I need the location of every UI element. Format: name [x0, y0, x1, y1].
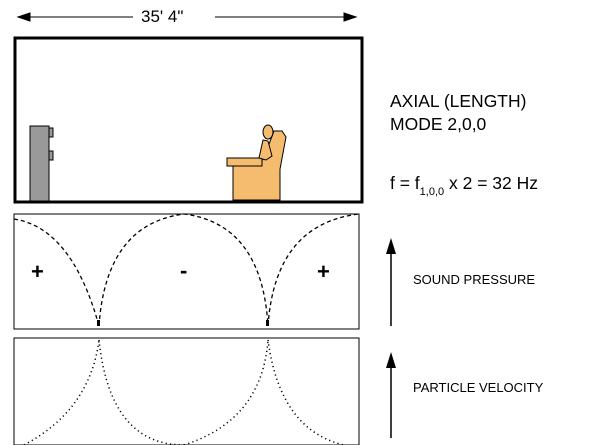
pressure-sign-left: + [31, 259, 44, 284]
length-label: 35' 4" [141, 7, 184, 26]
loudspeaker-icon [29, 125, 54, 202]
formula-subscript: 1,0,0 [419, 186, 445, 198]
mode-title: AXIAL (LENGTH) MODE 2,0,0 [390, 90, 526, 136]
particle-velocity-panel [13, 337, 360, 445]
pressure-node-1 [97, 320, 100, 326]
mode-title-line1: AXIAL (LENGTH) [390, 91, 527, 111]
sound-pressure-label: SOUND PRESSURE [413, 272, 536, 287]
seated-listener-icon [226, 124, 287, 201]
mode-title-line2: MODE 2,0,0 [390, 114, 487, 134]
length-dimension-arrow [16, 12, 358, 22]
pressure-node-2 [266, 320, 269, 326]
pressure-sign-middle: - [180, 258, 188, 283]
formula-prefix: f = f [390, 173, 420, 193]
pressure-sign-right: + [317, 259, 330, 284]
pressure-wave-curves [13, 213, 360, 327]
room-outline [13, 36, 364, 204]
particle-velocity-label: PARTICLE VELOCITY [413, 380, 544, 395]
formula-suffix: x 2 = 32 Hz [444, 173, 539, 193]
sound-pressure-arrow [386, 238, 396, 326]
frequency-formula: f = f1,0,0 x 2 = 32 Hz [390, 173, 539, 198]
velocity-wave-curves [23, 339, 345, 445]
particle-velocity-arrow [386, 352, 396, 438]
